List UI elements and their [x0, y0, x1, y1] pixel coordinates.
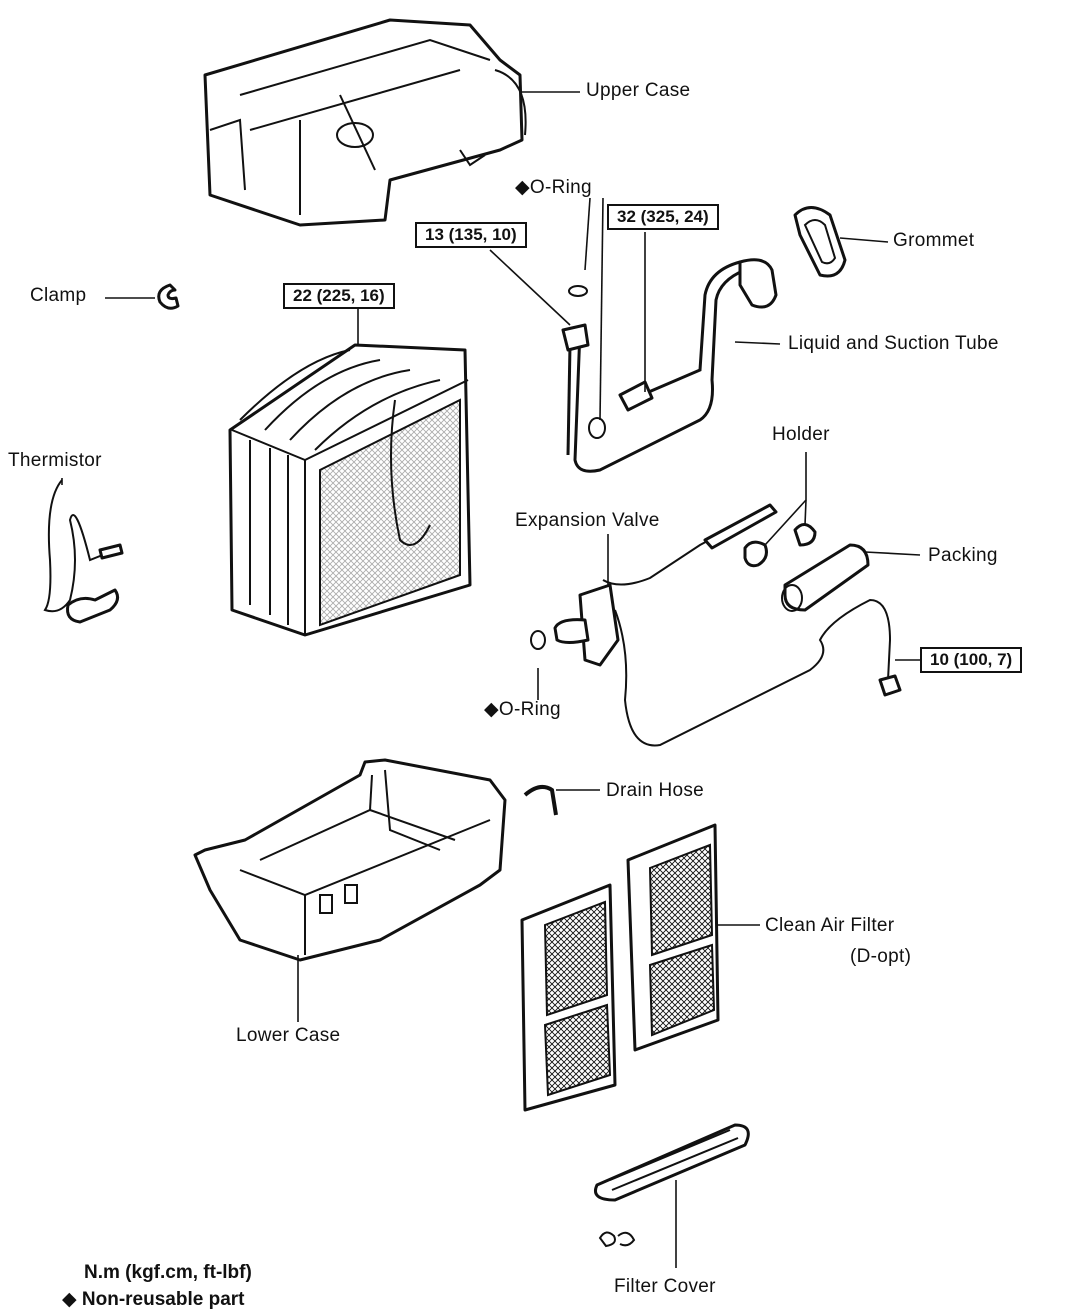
label-clean-air-filter-note: (D-opt)	[850, 946, 912, 967]
filter-cover-part	[594, 1123, 750, 1248]
label-filter-cover: Filter Cover	[614, 1276, 716, 1297]
torque-box-32: 32 (325, 24)	[607, 204, 719, 230]
leader-lines	[61, 91, 921, 1268]
label-packing: Packing	[928, 545, 998, 566]
clamp-part	[157, 283, 180, 310]
label-clean-air-filter: Clean Air Filter	[765, 915, 895, 936]
diamond-icon: ◆	[484, 699, 499, 720]
evaporator-part	[228, 343, 472, 637]
label-liquid-suction-tube: Liquid and Suction Tube	[788, 333, 999, 354]
label-drain-hose: Drain Hose	[606, 780, 705, 801]
diamond-icon: ◆	[515, 177, 530, 198]
label-clamp: Clamp	[30, 285, 87, 306]
holder-part	[743, 523, 817, 568]
label-o-ring-top: ◆O-Ring	[515, 177, 592, 198]
label-o-ring-mid: ◆O-Ring	[484, 699, 561, 720]
legend-units: N.m (kgf.cm, ft-lbf)	[84, 1262, 252, 1283]
diamond-icon: ◆	[62, 1289, 82, 1310]
clean-air-filter-part	[520, 823, 720, 1112]
upper-case-part	[203, 18, 527, 227]
label-upper-case: Upper Case	[586, 80, 691, 101]
liquid-suction-tube-part	[561, 258, 778, 473]
label-expansion-valve: Expansion Valve	[515, 510, 660, 531]
label-holder: Holder	[772, 424, 830, 445]
grommet-part	[793, 206, 847, 278]
drain-hose-part	[523, 784, 558, 816]
label-lower-case: Lower Case	[236, 1025, 341, 1046]
packing-part	[781, 543, 870, 612]
thermistor-part	[43, 479, 124, 624]
lower-case-part	[193, 758, 507, 962]
torque-box-22: 22 (225, 16)	[283, 283, 395, 309]
label-grommet: Grommet	[893, 230, 975, 251]
torque-box-13: 13 (135, 10)	[415, 222, 527, 248]
expansion-valve-part	[530, 503, 902, 747]
legend-non-reusable: ◆ Non-reusable part	[62, 1289, 245, 1310]
label-thermistor: Thermistor	[8, 450, 102, 471]
torque-box-10: 10 (100, 7)	[920, 647, 1023, 673]
